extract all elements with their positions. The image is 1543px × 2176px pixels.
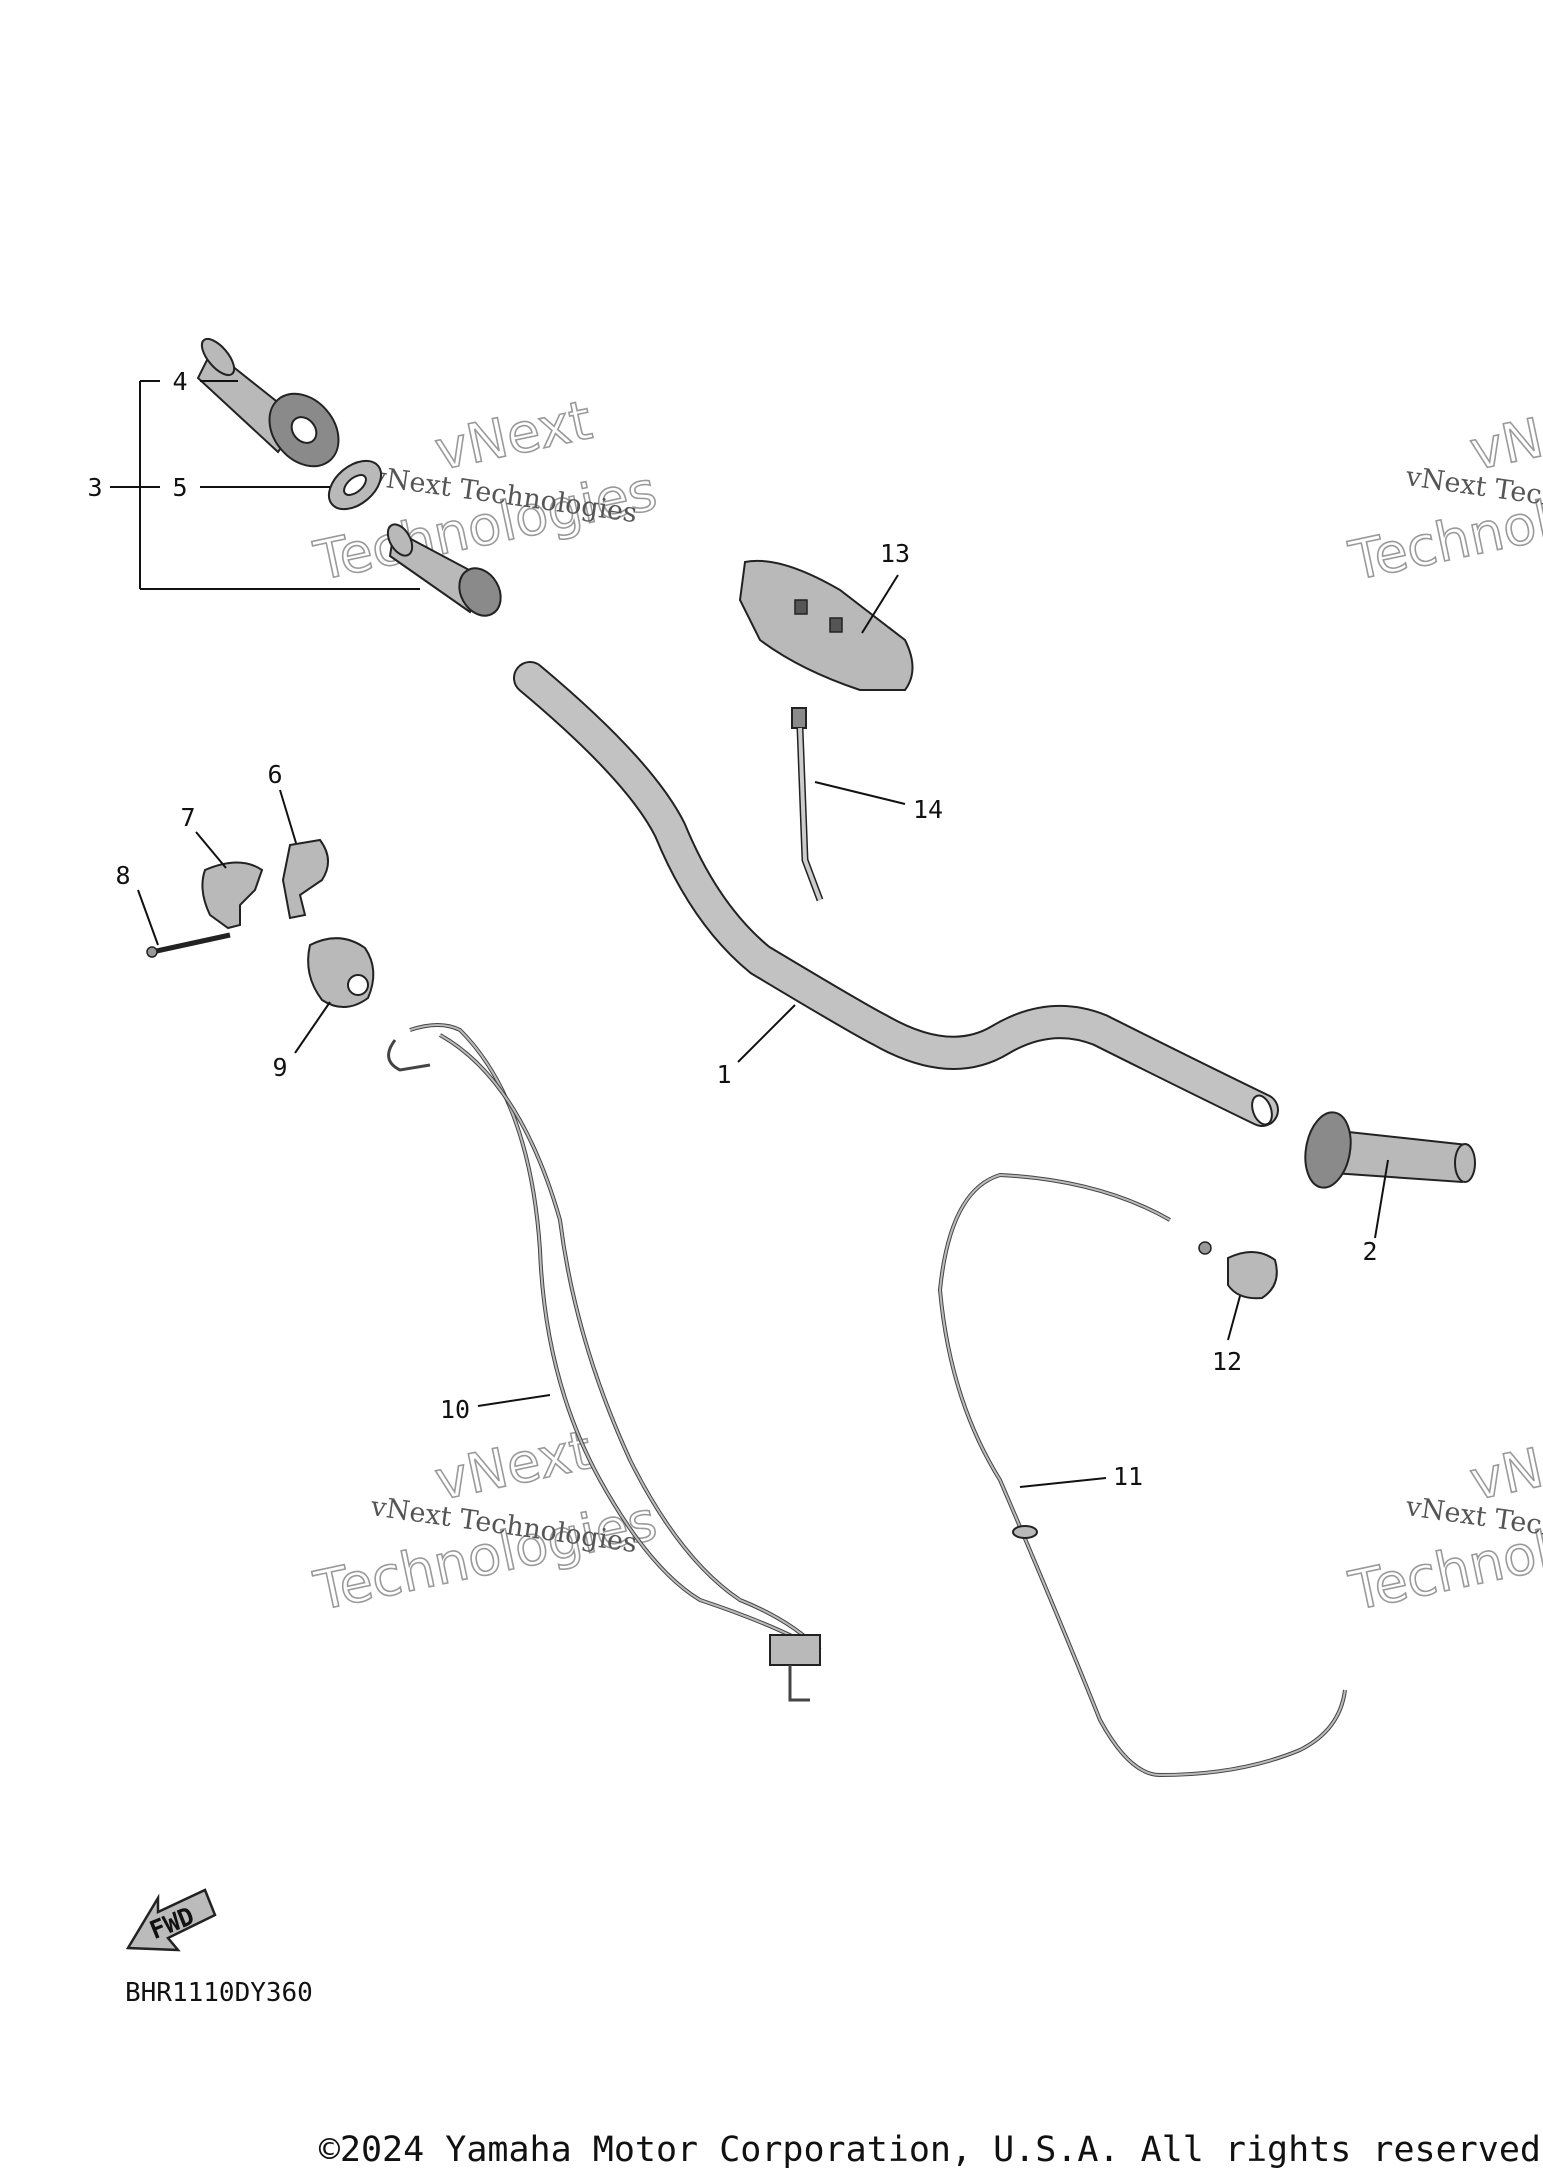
watermark-bottom-right: vNext Technologies vNext Technologies — [1343, 1417, 1543, 1623]
callout-6: 6 — [267, 760, 282, 789]
part-11-cable — [937, 1172, 1347, 1778]
part-12-adjuster — [1227, 1251, 1278, 1300]
part-6-housing — [281, 838, 329, 920]
part-10-cables — [387, 1023, 822, 1702]
part-2-grip — [1304, 1111, 1476, 1189]
part-4-grip — [196, 337, 340, 468]
callout-4: 4 — [172, 367, 187, 396]
svg-text:vNext: vNext — [430, 388, 597, 482]
svg-text:vNext: vNext — [1465, 1418, 1543, 1512]
svg-text:vNext: vNext — [430, 1418, 597, 1512]
part-5-ring — [327, 459, 383, 511]
watermark-bottom-left: vNext Technologies vNext Technologies — [308, 1417, 663, 1623]
leader-lines — [110, 380, 1389, 1488]
callout-9: 9 — [272, 1053, 287, 1082]
part-14-tie — [791, 707, 824, 902]
callout-14: 14 — [913, 795, 943, 824]
callout-11: 11 — [1113, 1462, 1143, 1491]
diagram-code: BHR1110DY360 — [125, 1978, 313, 2008]
part-1-handlebar — [513, 661, 1279, 1127]
callouts: 1 2 3 4 5 6 7 8 9 10 11 12 13 14 — [87, 367, 1377, 1491]
callout-3: 3 — [87, 473, 102, 502]
svg-text:vNext: vNext — [1465, 388, 1543, 482]
callout-1: 1 — [716, 1060, 731, 1089]
callout-12: 12 — [1212, 1347, 1242, 1376]
part-8-screw — [146, 932, 231, 958]
fwd-arrow-icon: FWD — [125, 1888, 217, 1952]
callout-2: 2 — [1362, 1237, 1377, 1266]
part-13-clamp — [738, 559, 914, 691]
watermark-top-right: vNext Technologies vNext Technologies — [1343, 387, 1543, 593]
callout-7: 7 — [180, 803, 195, 832]
callout-10: 10 — [440, 1395, 470, 1424]
part-3-throttle-tube — [386, 523, 502, 617]
callout-13: 13 — [880, 539, 910, 568]
part-9-switch — [307, 937, 375, 1008]
copyright-text: ©2024 Yamaha Motor Corporation, U.S.A. A… — [318, 2130, 1541, 2170]
callout-8: 8 — [115, 861, 130, 890]
part-7-housing — [201, 861, 264, 930]
callout-5: 5 — [172, 473, 187, 502]
